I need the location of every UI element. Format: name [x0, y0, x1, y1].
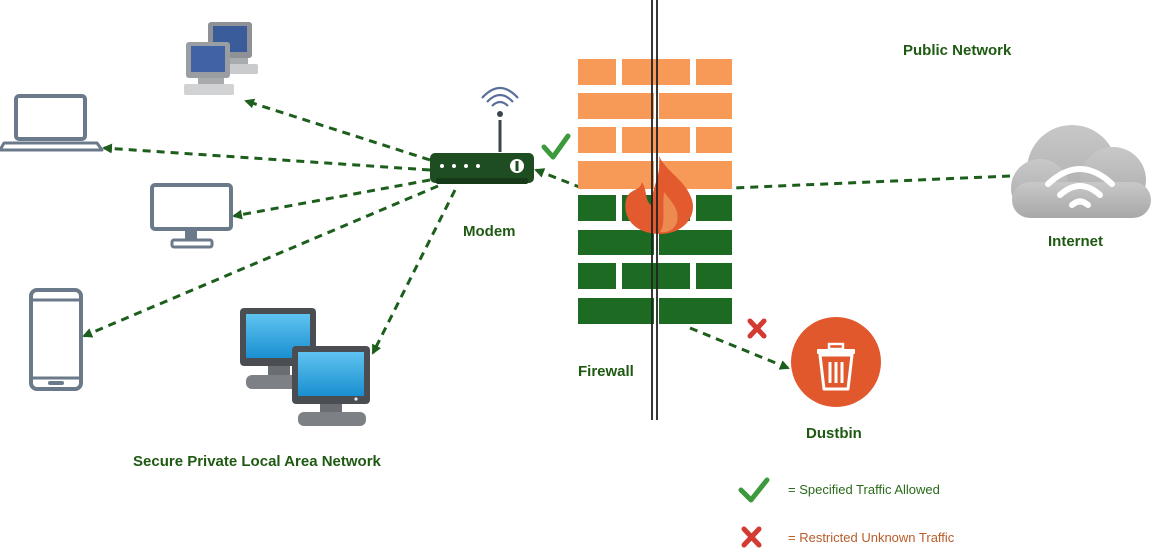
- lan-label: Secure Private Local Area Network: [133, 453, 381, 470]
- check-icon: [541, 133, 571, 160]
- lan-connections: [82, 98, 1011, 370]
- arrow-to-desktop-pair: [244, 98, 431, 162]
- internet-to-firewall-link: [731, 174, 1011, 190]
- legend-restricted-text: = Restricted Unknown Traffic: [788, 530, 955, 545]
- arrow-firewall-to-dustbin: [689, 326, 790, 370]
- arrow-to-workstations: [371, 189, 457, 355]
- modem-label: Modem: [463, 223, 516, 240]
- firewall-label: Firewall: [578, 363, 634, 380]
- internet-label: Internet: [1048, 233, 1104, 250]
- cross-icon: [747, 318, 767, 339]
- cloud-wifi-icon: [1011, 125, 1151, 218]
- arrow-to-laptop: [102, 143, 431, 172]
- dustbin-icon: [791, 317, 881, 407]
- desktop-pair-icon: [184, 22, 258, 95]
- laptop-icon: [0, 94, 104, 152]
- legend-allowed-text: = Specified Traffic Allowed: [788, 482, 940, 497]
- dustbin-label: Dustbin: [806, 425, 862, 442]
- monitor-icon: [150, 183, 233, 249]
- flame-icon: [625, 156, 693, 234]
- arrow-to-monitor: [232, 178, 431, 220]
- public-network-label: Public Network: [903, 42, 1012, 59]
- legend-check-icon: [738, 477, 770, 503]
- phone-icon: [29, 288, 83, 391]
- network-boundary: [651, 0, 658, 420]
- legend-cross-icon: [741, 526, 762, 548]
- modem-icon: [430, 86, 534, 184]
- arrow-firewall-to-modem: [534, 168, 583, 190]
- trash-icon: [817, 342, 855, 391]
- desktop-workstations-icon: [240, 308, 370, 426]
